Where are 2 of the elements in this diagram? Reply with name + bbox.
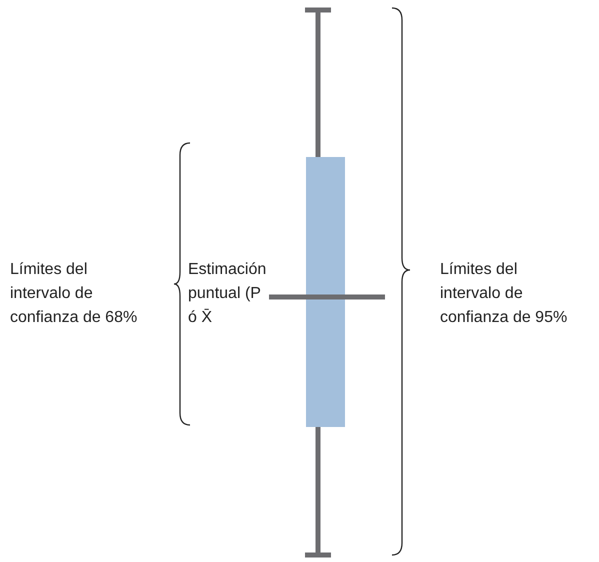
- annotation-text: Límites del intervalo de confianza de 95%: [440, 260, 568, 328]
- annotation-text: Límites del intervalo de confianza de 68%: [10, 260, 138, 328]
